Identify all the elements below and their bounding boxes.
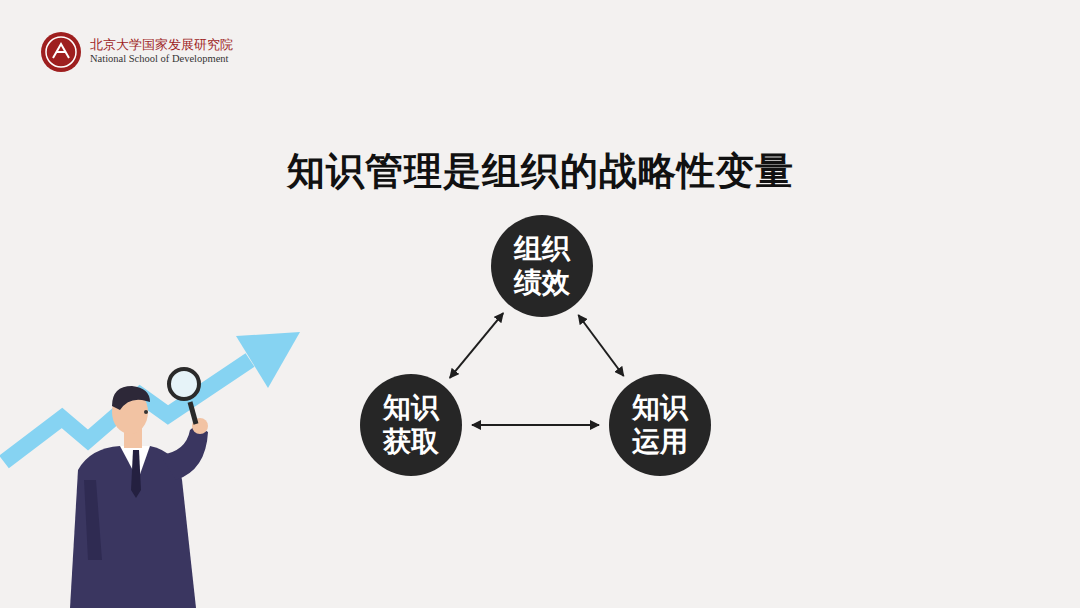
growth-arrow bbox=[4, 332, 300, 462]
concept-circle: 知识 获取 bbox=[360, 374, 462, 476]
double-arrow bbox=[450, 313, 503, 378]
diagram-title: 知识管理是组织的战略性变量 bbox=[0, 146, 1080, 197]
node-text: 组织 绩效 bbox=[511, 232, 573, 300]
concept-circle: 知识 运用 bbox=[609, 374, 711, 476]
double-arrow bbox=[578, 315, 623, 376]
institution-name-en: National School of Development bbox=[90, 53, 229, 64]
logo-emblem bbox=[41, 32, 81, 72]
businessman bbox=[70, 369, 208, 608]
double-arrow bbox=[472, 424, 599, 426]
institution-name: 北京大学国家发展研究院 bbox=[90, 36, 233, 54]
node-text: 知识 获取 bbox=[380, 391, 442, 459]
node-text: 知识 运用 bbox=[629, 391, 691, 459]
concept-circle: 组织 绩效 bbox=[491, 215, 593, 317]
